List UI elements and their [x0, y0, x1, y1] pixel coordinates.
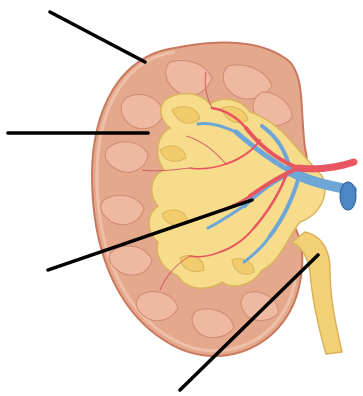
leader-line-capsule — [50, 12, 145, 62]
renal-vein-opening — [340, 182, 356, 210]
